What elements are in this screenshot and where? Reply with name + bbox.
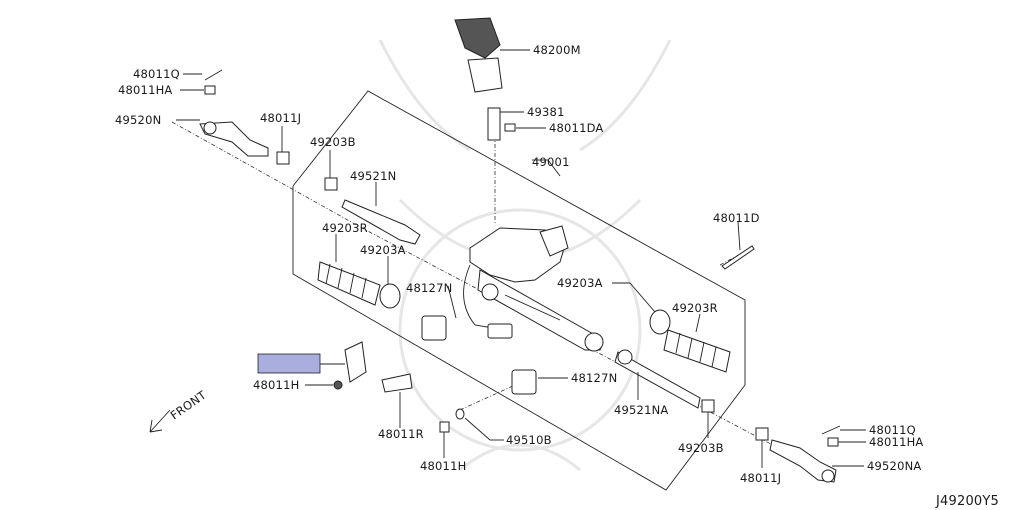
label-48200M: 48200M bbox=[533, 43, 581, 57]
steering-gear-assembly[interactable] bbox=[463, 225, 604, 352]
lower-mount-insulator[interactable] bbox=[511, 369, 537, 395]
label-48127N-lower: 48127N bbox=[571, 371, 617, 385]
right-inner-socket[interactable] bbox=[614, 349, 701, 409]
label-49510B: 49510B bbox=[506, 433, 552, 447]
label-48127N-upper: 48127N bbox=[406, 281, 452, 295]
upper-mount-insulator[interactable] bbox=[421, 315, 447, 341]
label-49520NA: 49520NA bbox=[867, 459, 921, 473]
highlighted-part-marker[interactable] bbox=[257, 353, 321, 374]
right-cotter-pin[interactable] bbox=[821, 425, 841, 435]
left-inner-socket[interactable] bbox=[341, 199, 421, 245]
column-hole-cover[interactable] bbox=[454, 17, 503, 93]
left-bellows-boot[interactable] bbox=[317, 261, 381, 306]
right-boot-clip-small[interactable] bbox=[701, 399, 715, 413]
label-49203A-right: 49203A bbox=[557, 276, 603, 290]
label-48011Q-left: 48011Q bbox=[133, 67, 180, 81]
label-49521NA: 49521NA bbox=[614, 403, 668, 417]
label-48011Q-right: 48011Q bbox=[869, 423, 916, 437]
left-cotter-pin[interactable] bbox=[204, 69, 223, 81]
mounting-bolt-part[interactable] bbox=[721, 245, 755, 270]
label-48011J-left: 48011J bbox=[260, 111, 301, 125]
label-48011HA-right: 48011HA bbox=[869, 435, 924, 449]
bracket-stud[interactable] bbox=[381, 373, 413, 393]
label-48011H-left: 48011H bbox=[253, 378, 299, 392]
right-lock-nut[interactable] bbox=[755, 427, 769, 441]
washer-part[interactable] bbox=[455, 408, 465, 420]
label-48011H-bottom: 48011H bbox=[420, 459, 466, 473]
bottom-nut[interactable] bbox=[439, 421, 450, 433]
label-49203R-right: 49203R bbox=[672, 301, 718, 315]
bolt-48011DA-part[interactable] bbox=[504, 123, 516, 132]
label-49203B-left: 49203B bbox=[310, 135, 356, 149]
label-48011J-right: 48011J bbox=[740, 471, 781, 485]
right-tie-rod-end[interactable] bbox=[769, 439, 837, 483]
left-boot-clamp[interactable] bbox=[379, 283, 401, 309]
label-48011HA-left: 48011HA bbox=[118, 83, 173, 97]
left-bracket-nut[interactable] bbox=[333, 380, 343, 390]
right-boot-clamp[interactable] bbox=[649, 309, 671, 335]
left-lock-nut[interactable] bbox=[276, 151, 290, 165]
assembly-box-outline bbox=[292, 90, 746, 491]
left-castle-nut[interactable] bbox=[204, 85, 216, 95]
axis-washer bbox=[459, 384, 516, 411]
diagram-id: J49200Y5 bbox=[935, 494, 999, 509]
left-boot-clip-small[interactable] bbox=[324, 177, 338, 191]
left-tie-rod-end[interactable] bbox=[199, 121, 269, 157]
front-arrow-icon bbox=[149, 409, 171, 433]
label-49203A-left: 49203A bbox=[360, 243, 406, 257]
label-48011DA: 48011DA bbox=[549, 121, 604, 135]
label-49203R-left: 49203R bbox=[322, 221, 368, 235]
mounting-bracket[interactable] bbox=[344, 341, 367, 383]
label-48011R: 48011R bbox=[378, 427, 424, 441]
label-48011D: 48011D bbox=[713, 211, 760, 225]
label-49001: 49001 bbox=[532, 155, 570, 169]
label-49203B-right: 49203B bbox=[678, 441, 724, 455]
right-bellows-boot[interactable] bbox=[663, 329, 731, 373]
label-49381: 49381 bbox=[527, 105, 565, 119]
axis-centerline bbox=[171, 121, 821, 471]
right-castle-nut[interactable] bbox=[827, 437, 839, 447]
steering-shaft-part[interactable] bbox=[487, 107, 501, 141]
label-49521N: 49521N bbox=[350, 169, 396, 183]
label-49520N: 49520N bbox=[115, 113, 161, 127]
front-label: FRONT bbox=[168, 387, 210, 422]
